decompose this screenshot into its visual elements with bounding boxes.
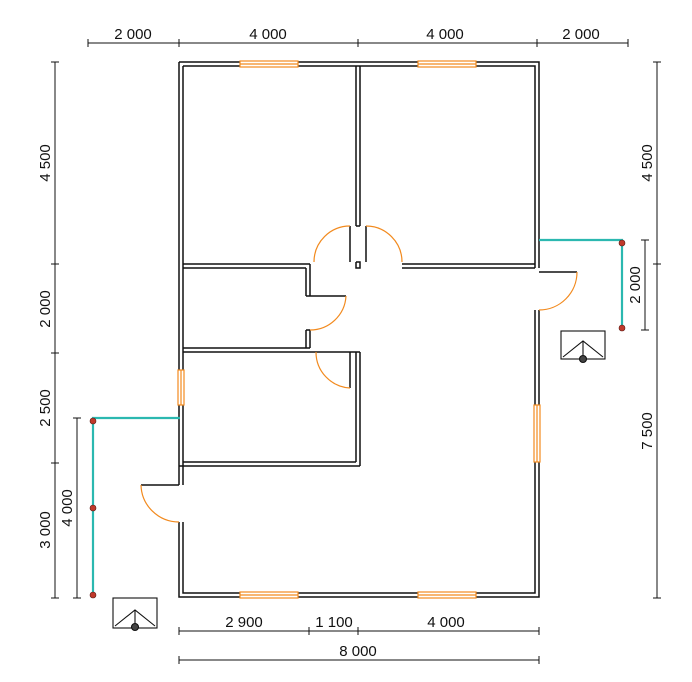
fence-left: [91, 416, 180, 596]
gate-symbol-icon: [112, 597, 158, 632]
dim-bottom-2: 1 100: [315, 614, 353, 631]
dim-right-2: 7 500: [639, 412, 656, 450]
dim-left-4: 3 000: [37, 511, 54, 549]
dim-bottom-1: 2 900: [225, 614, 263, 631]
fences: [91, 238, 624, 596]
dim-top-1: 2 000: [114, 26, 152, 43]
walls: [178, 61, 540, 598]
dim-top-3: 4 000: [426, 26, 464, 43]
quarter-arc-door-icon: [309, 295, 347, 331]
dim-bottom-total: 8 000: [339, 643, 377, 660]
gate-symbol-icon: [560, 330, 606, 364]
fence-post-icon: [618, 239, 626, 247]
fence-post-icon: [89, 417, 97, 425]
dim-left-2: 2 000: [37, 290, 54, 328]
quarter-arc-door-icon: [315, 351, 351, 389]
dim-top-4: 2 000: [562, 26, 600, 43]
doors: [140, 225, 578, 523]
windows: [177, 60, 541, 599]
fence-post-icon: [89, 591, 97, 599]
quarter-arc-door-icon: [538, 271, 578, 311]
quarter-arc-door-icon: [140, 484, 180, 523]
fence-post-icon: [618, 324, 626, 332]
dim-bottom-3: 4 000: [427, 614, 465, 631]
fence-post-icon: [89, 504, 97, 512]
dim-right-inner: 2 000: [627, 266, 644, 304]
dim-left-inner: 4 000: [59, 489, 76, 527]
dim-top-2: 4 000: [249, 26, 287, 43]
fence-right: [539, 238, 624, 328]
dim-left-3: 2 500: [37, 389, 54, 427]
dim-left-1: 4 500: [37, 144, 54, 182]
dimension-lines: [51, 39, 661, 664]
dim-right-1: 4 500: [639, 144, 656, 182]
dimension-labels: 2 000 4 000 4 000 2 000 2 900 1 100 4 00…: [37, 26, 656, 660]
fence-posts: [89, 239, 626, 599]
quarter-arc-door-icon: [313, 225, 351, 263]
quarter-arc-door-icon: [365, 225, 403, 263]
